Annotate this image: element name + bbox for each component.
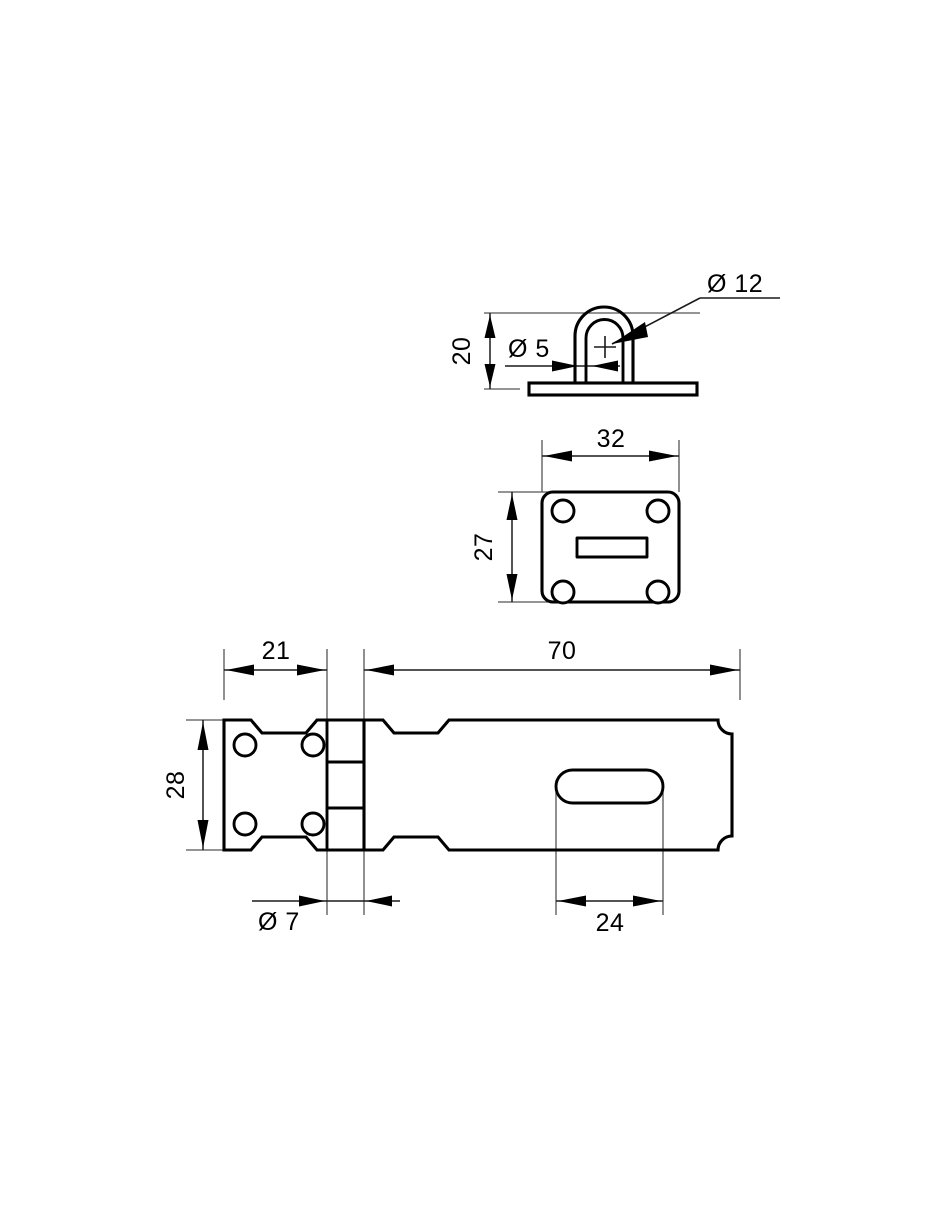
staple-base-plate [527, 381, 699, 397]
arrow-70-right [710, 664, 738, 676]
arrow-32-right [649, 450, 677, 462]
strap-outline [364, 718, 734, 852]
arrow-70-left [366, 664, 394, 676]
dim-label-70: 70 [548, 637, 577, 665]
arrow-28-bottom [197, 820, 209, 848]
staple-inner-loop [584, 318, 625, 383]
leaf-hole-bottom-left [232, 811, 258, 837]
arrow-d7-left [299, 895, 325, 907]
dim-label-20: 20 [448, 337, 476, 366]
dim-label-27: 27 [470, 533, 498, 562]
staple-plate-front-view: 32 27 [470, 425, 681, 605]
dim-label-28: 28 [162, 771, 190, 800]
dim-label-24: 24 [596, 909, 625, 937]
leaf-hole-top-right [300, 732, 326, 758]
staple-plate-body [540, 490, 681, 604]
plate-hole-top-right [645, 498, 671, 524]
leaf-hole-bottom-right [300, 811, 326, 837]
staple-side-view: 20 Ø 5 Ø 12 [448, 270, 780, 397]
staple-center-mark [594, 336, 616, 358]
arrow-32-left [544, 450, 572, 462]
strap-slot [554, 768, 665, 805]
plate-hole-bottom-left [550, 579, 576, 605]
arrow-27-top [506, 494, 518, 520]
arrow-d7-right [366, 895, 392, 907]
arrow-24-left [558, 895, 586, 907]
dim-label-21: 21 [262, 637, 291, 665]
hasp-plan-view: 21 70 28 Ø 7 24 [162, 637, 741, 937]
leaf-hole-top-left [232, 732, 258, 758]
dim-label-32: 32 [597, 425, 626, 453]
arrow-20-bottom [484, 364, 496, 387]
arrow-d5-left [552, 360, 578, 372]
arrow-21-right [297, 664, 325, 676]
dim-label-d12: Ø 12 [707, 270, 763, 298]
staple-bar-footprint [575, 536, 649, 559]
arrow-28-top [197, 722, 209, 750]
arrow-d12 [612, 322, 648, 344]
arrow-21-left [226, 664, 254, 676]
dim-label-d5: Ø 5 [508, 335, 550, 363]
arrow-24-right [633, 895, 661, 907]
dim-label-d7: Ø 7 [258, 908, 300, 936]
plate-hole-bottom-right [645, 579, 671, 605]
plate-hole-top-left [550, 498, 576, 524]
arrow-27-bottom [506, 574, 518, 600]
arrow-d5-right [592, 360, 618, 372]
staple-outer-loop [573, 305, 635, 383]
arrow-20-top [484, 315, 496, 338]
